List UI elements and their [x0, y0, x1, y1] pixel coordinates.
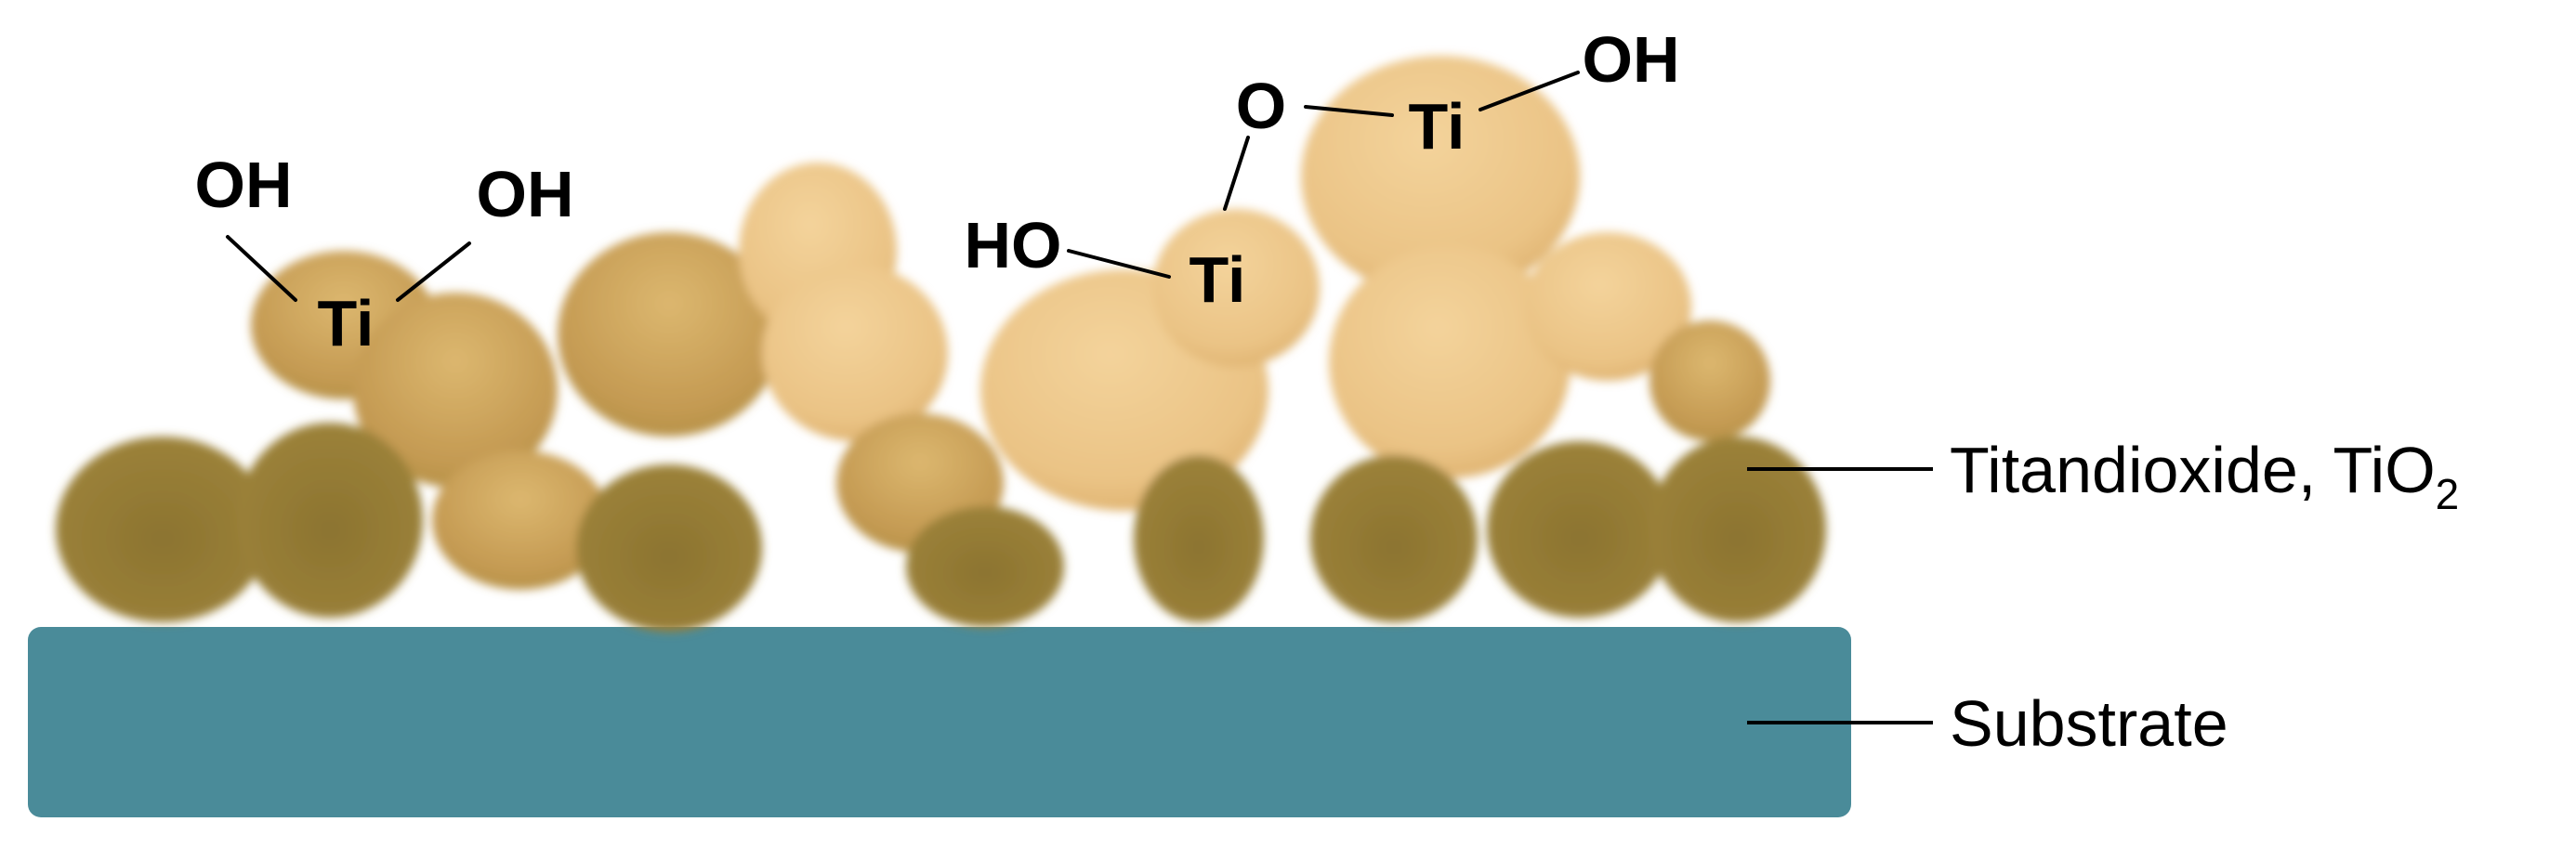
substrate-label: Substrate — [1950, 687, 2228, 760]
bond-o-ti-top — [1304, 105, 1394, 117]
oh-group-top: OH — [1583, 23, 1680, 96]
bond-ti-center-o — [1223, 136, 1250, 211]
bond-ti-top-oh — [1479, 71, 1580, 111]
tio2-particle-cluster — [56, 56, 1826, 632]
tio2-label-subscript: 2 — [2436, 470, 2460, 518]
bond-lines — [226, 71, 1580, 302]
ti-atom-left: Ti — [318, 287, 375, 359]
ho-group-center: HO — [965, 209, 1062, 281]
ti-atom-center: Ti — [1189, 243, 1246, 316]
bridge-oxygen: O — [1236, 70, 1286, 142]
oh-group-left-1: OH — [195, 149, 293, 221]
tio2-label: Titandioxide, TiO2 — [1950, 434, 2459, 518]
substrate-layer — [28, 627, 1851, 817]
tio2-label-main: Titandioxide, TiO — [1950, 434, 2436, 506]
oh-group-left-2: OH — [477, 158, 574, 230]
ti-atom-top: Ti — [1409, 90, 1465, 163]
bond-oh1-ti-left — [226, 235, 297, 302]
bond-oh2-ti-left — [396, 241, 471, 302]
bond-ho-ti-center — [1067, 249, 1171, 279]
